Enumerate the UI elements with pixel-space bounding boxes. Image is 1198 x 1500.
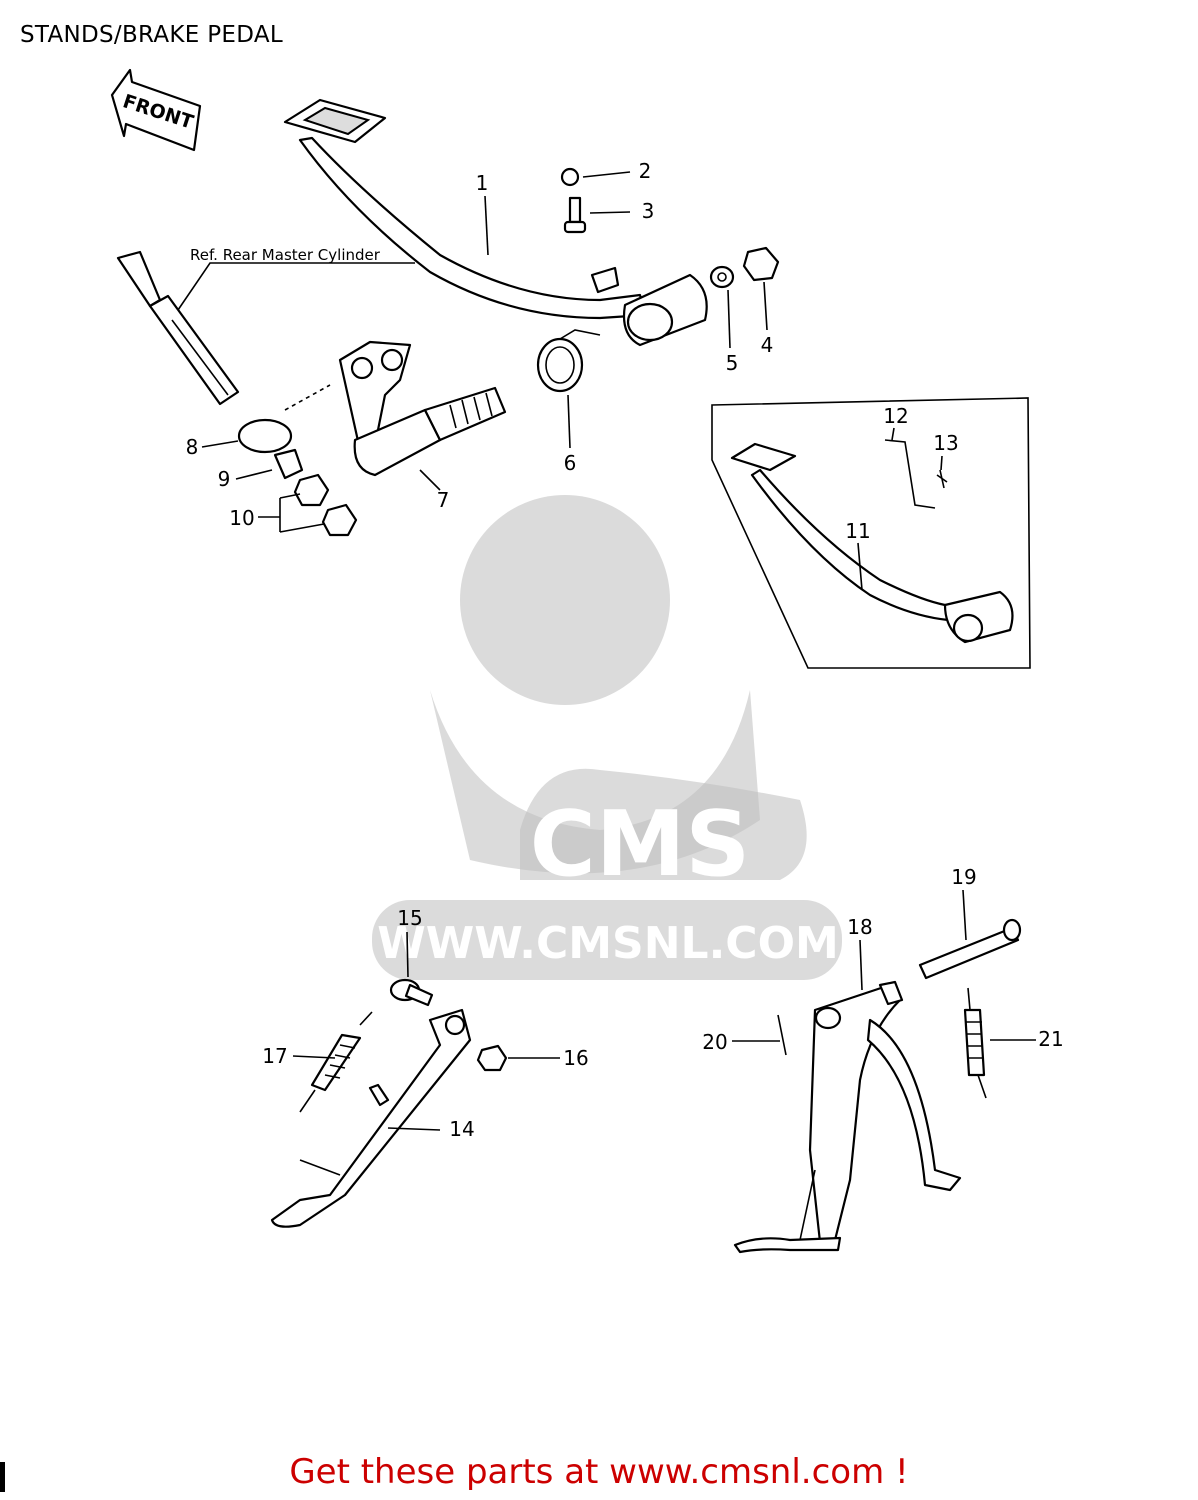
watermark-head-shape [460,495,670,705]
callout-13: 13 [933,431,958,455]
part-20-clip [777,1014,787,1056]
part-9-collar [273,448,304,480]
callout-21: 21 [1038,1027,1063,1051]
part-7-brake-shaft [338,340,507,477]
part-14-side-stand [270,1008,472,1228]
callout-18: 18 [847,915,872,939]
reference-leader-line [177,262,415,311]
callout-4: 4 [761,333,774,357]
part-10-nuts [293,473,358,537]
callout-19: 19 [951,865,976,889]
part-17-spring [299,1011,373,1113]
part-15-bolt [389,978,434,1007]
watermark-badge-shape [520,768,807,880]
callout-8: 8 [186,435,199,459]
cms-watermark: CMS WWW.CMSNL.COM [372,495,842,980]
front-arrow: FRONT [110,68,202,152]
part-18-center-stand [733,980,962,1254]
part-4-nut [742,246,780,282]
callout-7: 7 [437,488,450,512]
callout-16: 16 [563,1046,588,1070]
part-21-spring [963,987,987,1099]
callout-15: 15 [397,906,422,930]
part-19-shaft [918,918,1022,980]
part-5-washer [709,265,735,289]
callout-9: 9 [218,467,231,491]
callout-14: 14 [449,1117,474,1141]
part-6-torsion-spring [536,329,601,393]
master-cylinder-rod [116,250,240,406]
corner-mark [0,1462,5,1492]
watermark-brand: CMS [530,792,750,897]
callout-17: 17 [262,1044,287,1068]
part-1-brake-pedal [283,98,708,347]
callout-11: 11 [845,519,870,543]
callout-numbers: 1 2 3 4 5 6 7 8 9 10 11 12 13 14 15 16 1… [186,159,1064,1141]
reference-label: Ref. Rear Master Cylinder [190,246,381,264]
watermark-url-pill [372,900,842,980]
callout-20: 20 [702,1030,727,1054]
part-8-joint [237,384,331,454]
parts-diagram: CMS WWW.CMSNL.COM FRONT Ref. Rear Master… [110,68,1064,1254]
callout-10: 10 [229,506,254,530]
inset-alternative-pedal [711,397,1031,669]
callout-6: 6 [564,451,577,475]
footer-link[interactable]: Get these parts at www.cmsnl.com ! [289,1452,909,1492]
leader-lines [201,171,1036,1131]
callout-12: 12 [883,404,908,428]
callout-3: 3 [642,199,655,223]
callout-2: 2 [639,159,652,183]
callout-5: 5 [726,351,739,375]
part-3-bolt [563,196,587,234]
watermark-url: WWW.CMSNL.COM [377,918,839,969]
part-2-nut [560,167,580,187]
callout-1: 1 [476,171,489,195]
part-16-nut [476,1044,508,1072]
page-title: STANDS/BRAKE PEDAL [20,22,284,48]
